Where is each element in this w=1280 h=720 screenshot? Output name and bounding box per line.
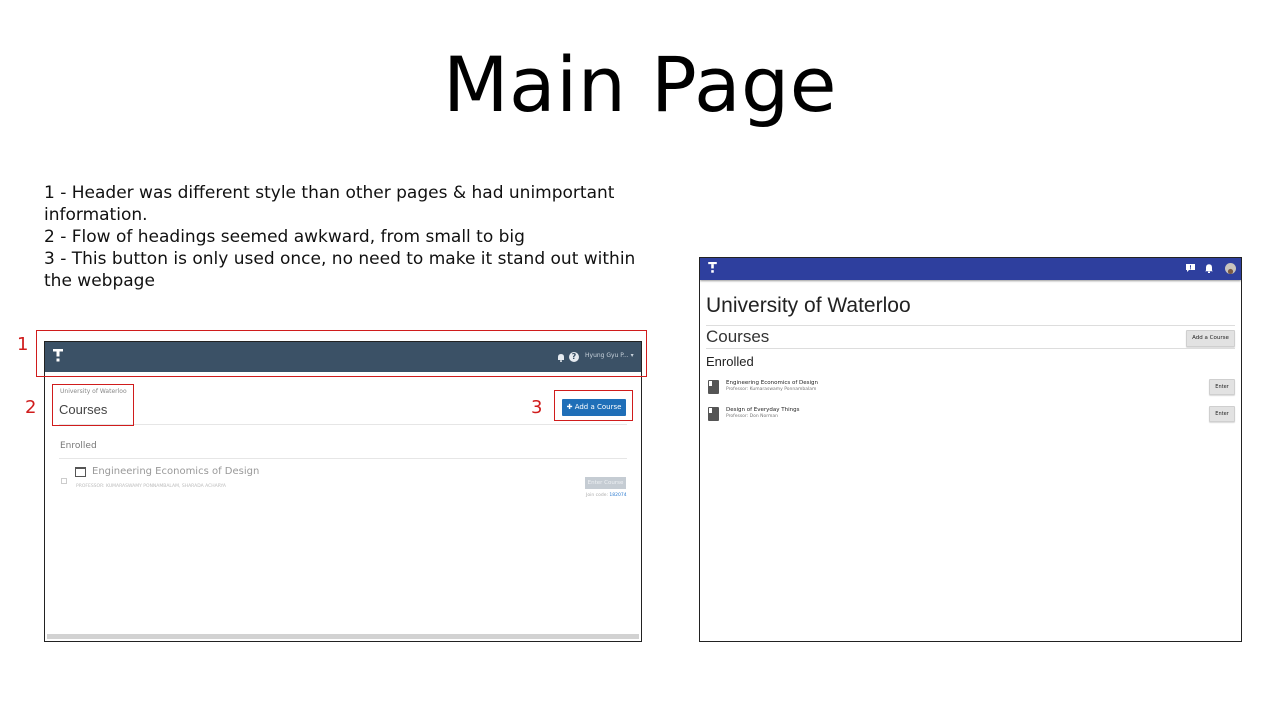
bell-icon[interactable] [1205, 263, 1213, 273]
enter-course-button[interactable]: Enter Course [585, 477, 626, 489]
enter-button[interactable]: Enter [1209, 379, 1235, 395]
course-title: Design of Everyday Things [726, 407, 800, 413]
course-professor: Professor: Don Norman [726, 414, 779, 419]
new-design-screenshot: University of Waterloo Courses Add a Cou… [699, 257, 1242, 642]
add-course-label: Add a Course [574, 403, 622, 411]
divider [59, 424, 627, 425]
course-professor: PROFESSOR: KUMARASWAMY PONNAMBALAM, SHAR… [76, 484, 227, 489]
book-icon [708, 407, 719, 421]
user-menu[interactable]: Hyung Gyu P... ▾ [585, 352, 634, 359]
join-code: Join code: 182074 [586, 493, 627, 498]
divider [706, 348, 1235, 349]
join-code-value: 182074 [609, 493, 627, 498]
enter-button[interactable]: Enter [1209, 406, 1235, 422]
page-heading: Courses [706, 327, 770, 346]
list-item: Engineering Economics of Design Professo… [700, 379, 1241, 399]
expand-icon[interactable] [61, 478, 67, 484]
breadcrumb[interactable]: University of Waterloo [60, 388, 127, 395]
logo-icon[interactable] [53, 349, 63, 363]
slide-title: Main Page [442, 40, 838, 129]
course-professor: Professor: Kumaraswamy Ponnambalam [726, 387, 817, 392]
bell-icon[interactable] [557, 353, 565, 362]
book-icon [708, 380, 719, 394]
logo-icon[interactable] [708, 262, 717, 274]
list-item: Design of Everyday Things Professor: Don… [700, 406, 1241, 426]
help-icon[interactable]: ? [569, 352, 579, 362]
old-header: ? Hyung Gyu P... ▾ [45, 342, 641, 372]
design-notes: 1 - Header was different style than othe… [44, 182, 664, 292]
plus-icon: ✚ [566, 403, 573, 411]
university-title: University of Waterloo [706, 294, 911, 317]
avatar[interactable] [1225, 263, 1236, 274]
callout-number-2: 2 [25, 397, 37, 418]
page-heading: Courses [59, 402, 108, 417]
note-2: 2 - Flow of headings seemed awkward, fro… [44, 227, 525, 247]
user-avatar-icon [1227, 268, 1234, 274]
callout-number-1: 1 [17, 334, 29, 355]
horizontal-scrollbar[interactable] [47, 634, 639, 639]
enrolled-heading: Enrolled [60, 441, 97, 451]
join-code-label: Join code: [586, 493, 608, 498]
callout-box-3 [554, 390, 633, 421]
divider [706, 325, 1235, 326]
flag-icon[interactable] [1186, 264, 1195, 272]
course-title: Engineering Economics of Design [726, 380, 819, 386]
callout-box-2 [52, 384, 134, 426]
note-1: 1 - Header was different style than othe… [44, 183, 615, 225]
enrolled-heading: Enrolled [706, 354, 754, 369]
divider [59, 458, 627, 459]
new-header [700, 258, 1241, 280]
note-3: 3 - This button is only used once, no ne… [44, 249, 636, 291]
callout-number-3: 3 [531, 397, 543, 418]
old-design-screenshot: ? Hyung Gyu P... ▾ University of Waterlo… [44, 341, 642, 642]
course-icon [75, 467, 86, 477]
add-course-button[interactable]: Add a Course [1186, 330, 1235, 347]
course-title[interactable]: Engineering Economics of Design [92, 466, 260, 477]
add-course-button[interactable]: ✚ Add a Course [562, 399, 626, 416]
callout-box-1 [36, 330, 647, 377]
